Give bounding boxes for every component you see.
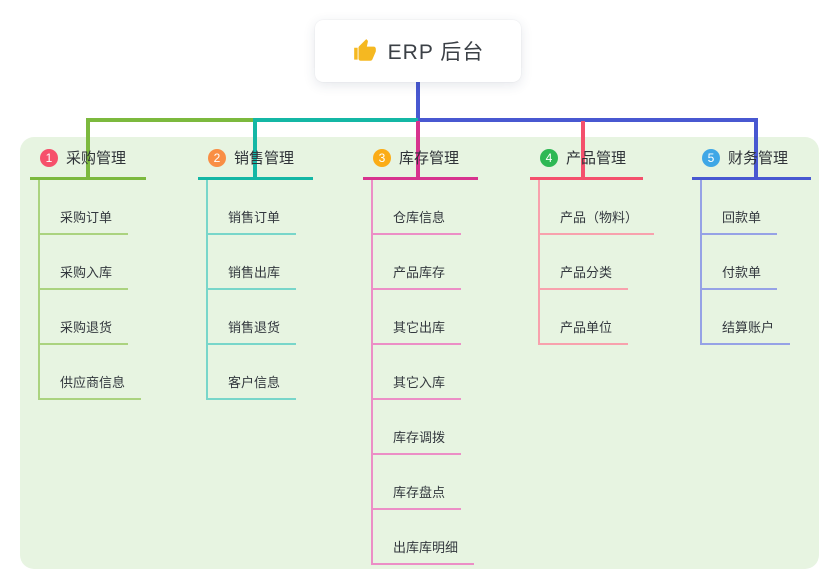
- drop-connector-inventory: [416, 121, 420, 180]
- node-outbound-detail[interactable]: 出库库明细: [373, 510, 478, 565]
- branch-purchase: 1 采购管理 采购订单 采购入库 采购退货 供应商信息: [30, 145, 146, 400]
- node-product-stock[interactable]: 产品库存: [373, 235, 478, 290]
- node-purchase-order[interactable]: 采购订单: [40, 180, 146, 235]
- branch-inventory-title: 库存管理: [399, 150, 460, 167]
- branch-product-children: 产品（物料） 产品分类 产品单位: [538, 180, 655, 345]
- branch-finance: 5 财务管理 回款单 付款单 结算账户: [692, 145, 811, 345]
- node-purchase-inbound[interactable]: 采购入库: [40, 235, 146, 290]
- node-label: 采购退货: [40, 317, 129, 345]
- node-purchase-return[interactable]: 采购退货: [40, 290, 146, 345]
- branch-sales: 2 销售管理 销售订单 销售出库 销售退货 客户信息: [198, 145, 313, 400]
- branch-purchase-title: 采购管理: [66, 150, 127, 167]
- branch-purchase-children: 采购订单 采购入库 采购退货 供应商信息: [38, 180, 146, 400]
- node-label: 其它入库: [373, 372, 462, 400]
- drop-connector-finance: [754, 118, 758, 180]
- badge-5-icon: 5: [702, 148, 720, 167]
- drop-connector-product: [581, 121, 585, 180]
- bus-connector-purchase: [86, 118, 257, 122]
- root-node-erp[interactable]: ERP 后台: [315, 20, 521, 82]
- node-label: 客户信息: [208, 372, 297, 400]
- thumbs-up-icon: [353, 39, 376, 61]
- badge-4-icon: 4: [540, 148, 558, 167]
- node-warehouse-info[interactable]: 仓库信息: [373, 180, 478, 235]
- branches-panel: [20, 137, 819, 569]
- node-customer-info[interactable]: 客户信息: [208, 345, 313, 400]
- branch-finance-header[interactable]: 5 财务管理: [692, 145, 811, 180]
- node-label: 库存盘点: [373, 482, 462, 510]
- node-sales-outbound[interactable]: 销售出库: [208, 235, 313, 290]
- node-label: 产品分类: [540, 262, 629, 290]
- badge-1-icon: 1: [40, 148, 58, 167]
- node-label: 产品库存: [373, 262, 462, 290]
- bus-connector-sales: [255, 118, 418, 122]
- branch-inventory: 3 库存管理 仓库信息 产品库存 其它出库 其它入库 库存调拨 库存盘点 出库库…: [363, 145, 478, 565]
- branch-inventory-children: 仓库信息 产品库存 其它出库 其它入库 库存调拨 库存盘点 出库库明细: [371, 180, 478, 565]
- node-label: 回款单: [702, 207, 778, 235]
- node-label: 出库库明细: [373, 537, 475, 565]
- node-settlement-account[interactable]: 结算账户: [702, 290, 811, 345]
- branch-product-title: 产品管理: [566, 150, 627, 167]
- drop-connector-purchase: [86, 118, 90, 180]
- badge-3-icon: 3: [373, 148, 391, 167]
- node-supplier-info[interactable]: 供应商信息: [40, 345, 146, 400]
- node-label: 采购入库: [40, 262, 129, 290]
- node-label: 产品单位: [540, 317, 629, 345]
- root-node-label: ERP 后台: [387, 41, 485, 64]
- bus-connector-finance: [418, 118, 758, 122]
- node-stock-transfer[interactable]: 库存调拨: [373, 400, 478, 455]
- node-other-inbound[interactable]: 其它入库: [373, 345, 478, 400]
- node-label: 仓库信息: [373, 207, 462, 235]
- node-label: 结算账户: [702, 317, 791, 345]
- node-label: 产品（物料）: [540, 207, 655, 235]
- node-receipt-doc[interactable]: 回款单: [702, 180, 811, 235]
- root-trunk-connector: [416, 81, 420, 120]
- node-sales-order[interactable]: 销售订单: [208, 180, 313, 235]
- branch-sales-title: 销售管理: [234, 150, 295, 167]
- node-stock-taking[interactable]: 库存盘点: [373, 455, 478, 510]
- node-product-unit[interactable]: 产品单位: [540, 290, 643, 345]
- node-label: 销售订单: [208, 207, 297, 235]
- node-label: 其它出库: [373, 317, 462, 345]
- branch-product-header[interactable]: 4 产品管理: [530, 145, 643, 180]
- node-sales-return[interactable]: 销售退货: [208, 290, 313, 345]
- node-label: 采购订单: [40, 207, 129, 235]
- branch-sales-header[interactable]: 2 销售管理: [198, 145, 313, 180]
- node-label: 供应商信息: [40, 372, 142, 400]
- node-product-material[interactable]: 产品（物料）: [540, 180, 655, 235]
- branch-sales-children: 销售订单 销售出库 销售退货 客户信息: [206, 180, 313, 400]
- node-product-category[interactable]: 产品分类: [540, 235, 643, 290]
- branch-inventory-header[interactable]: 3 库存管理: [363, 145, 478, 180]
- node-label: 销售出库: [208, 262, 297, 290]
- branch-product: 4 产品管理 产品（物料） 产品分类 产品单位: [530, 145, 655, 345]
- node-label: 库存调拨: [373, 427, 462, 455]
- node-payment-doc[interactable]: 付款单: [702, 235, 811, 290]
- node-label: 销售退货: [208, 317, 297, 345]
- node-label: 付款单: [702, 262, 778, 290]
- branch-finance-children: 回款单 付款单 结算账户: [700, 180, 811, 345]
- node-other-outbound[interactable]: 其它出库: [373, 290, 478, 345]
- badge-2-icon: 2: [208, 148, 226, 167]
- branch-finance-title: 财务管理: [728, 150, 789, 167]
- drop-connector-sales: [253, 118, 257, 180]
- branch-purchase-header[interactable]: 1 采购管理: [30, 145, 146, 180]
